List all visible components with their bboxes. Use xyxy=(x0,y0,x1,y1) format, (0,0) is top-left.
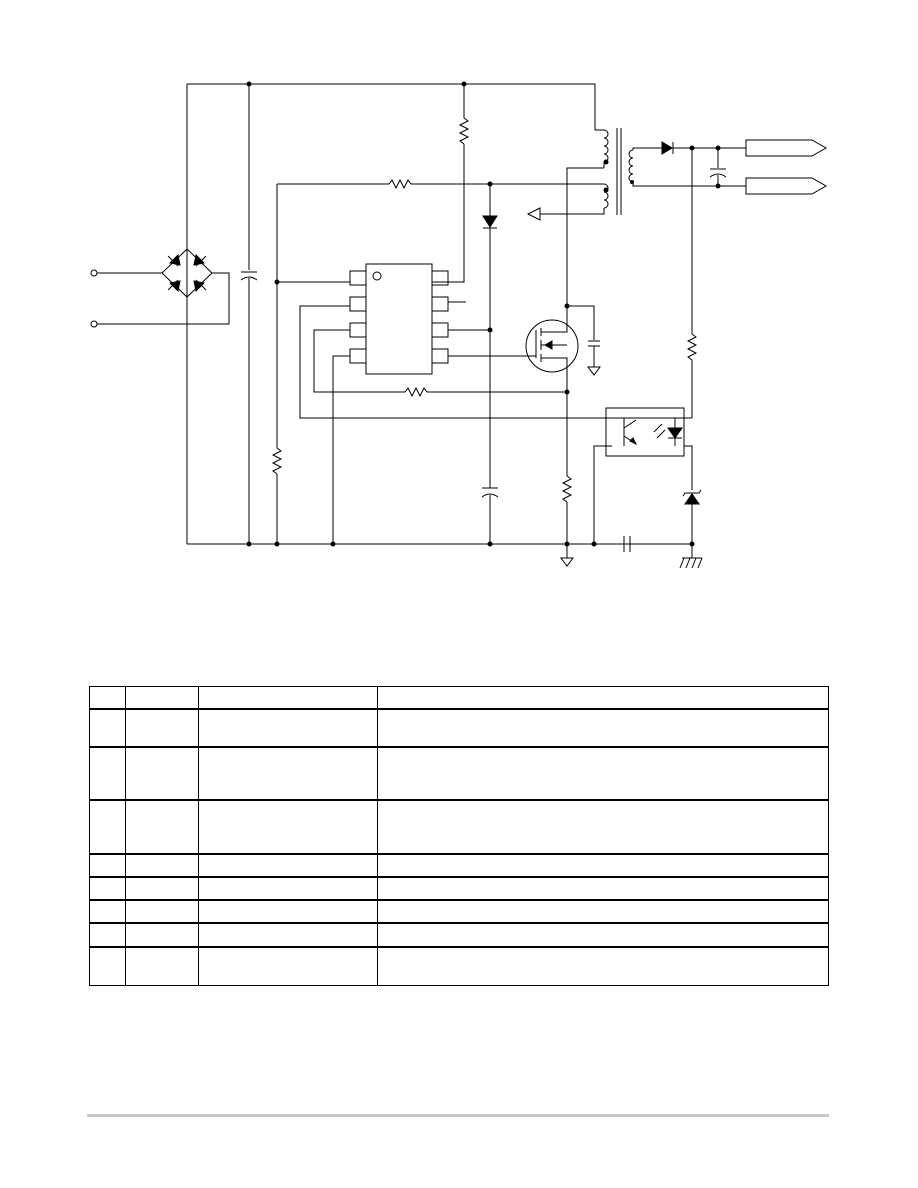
startup-resistor xyxy=(458,117,470,145)
table-cell xyxy=(377,745,829,801)
cs-resistor xyxy=(404,386,428,398)
sense-resistor xyxy=(561,475,573,503)
footer-divider xyxy=(87,1114,829,1117)
bulk-capacitor xyxy=(240,271,258,281)
led-resistor xyxy=(686,333,698,361)
output-terminal-positive xyxy=(745,139,828,157)
table-header xyxy=(89,686,829,710)
output-diode xyxy=(661,141,674,155)
aux-diode xyxy=(482,215,498,229)
top-rail xyxy=(187,83,604,131)
bridge-rectifier xyxy=(161,248,213,298)
table-row xyxy=(89,946,829,987)
aux-resistor xyxy=(388,178,412,190)
table-cell xyxy=(377,898,829,924)
lower-divider-resistor xyxy=(271,447,283,475)
table-cell xyxy=(377,946,829,987)
table-cell xyxy=(125,921,199,948)
table-row xyxy=(89,921,829,948)
pin-description-table xyxy=(89,686,829,987)
table-cell xyxy=(125,707,199,748)
y-capacitor xyxy=(623,536,631,552)
ac-input-line-2 xyxy=(96,272,230,325)
table-cell xyxy=(198,875,378,901)
table-cell xyxy=(198,921,378,948)
ac-input-terminal-2 xyxy=(90,320,98,328)
table-row xyxy=(89,745,829,801)
table-cell xyxy=(89,921,126,948)
table-cell xyxy=(89,898,126,924)
ac-input-terminal-1 xyxy=(90,269,98,277)
table-row xyxy=(89,799,829,855)
flyback-schematic xyxy=(90,81,828,569)
table-cell xyxy=(125,946,199,987)
mosfet xyxy=(525,319,579,373)
table-cell xyxy=(377,852,829,878)
table-cell xyxy=(125,745,199,801)
table-cell xyxy=(377,921,829,948)
junction-dots xyxy=(246,81,721,547)
table-cell xyxy=(377,799,829,855)
table-cell xyxy=(89,707,126,748)
table-cell xyxy=(89,745,126,801)
table-row xyxy=(89,707,829,748)
table-cell xyxy=(125,799,199,855)
table-cell xyxy=(89,852,126,878)
table-cell xyxy=(125,852,199,878)
table-cell xyxy=(198,898,378,924)
table-cell xyxy=(198,799,378,855)
table-cell xyxy=(125,898,199,924)
earth-ground xyxy=(679,557,703,569)
header-cell xyxy=(125,686,199,710)
table-cell xyxy=(198,707,378,748)
table-cell xyxy=(198,852,378,878)
table-cell xyxy=(89,875,126,901)
transformer xyxy=(603,128,634,215)
table-cell xyxy=(377,875,829,901)
vcc-capacitor xyxy=(481,487,499,498)
table-row xyxy=(89,898,829,924)
optocoupler xyxy=(605,407,685,457)
table-cell xyxy=(125,875,199,901)
table-cell xyxy=(377,707,829,748)
table-cell xyxy=(198,946,378,987)
pin1-marker xyxy=(372,271,382,281)
controller-ic xyxy=(365,263,433,375)
table-cell xyxy=(198,745,378,801)
table-cell xyxy=(89,799,126,855)
table-row xyxy=(89,852,829,878)
header-cell xyxy=(198,686,378,710)
header-cell xyxy=(89,686,126,710)
zener-diode xyxy=(682,489,702,505)
output-capacitor xyxy=(709,148,727,186)
header-cell xyxy=(377,686,829,710)
output-terminal-negative xyxy=(745,177,828,195)
table-row xyxy=(89,875,829,901)
table-cell xyxy=(89,946,126,987)
